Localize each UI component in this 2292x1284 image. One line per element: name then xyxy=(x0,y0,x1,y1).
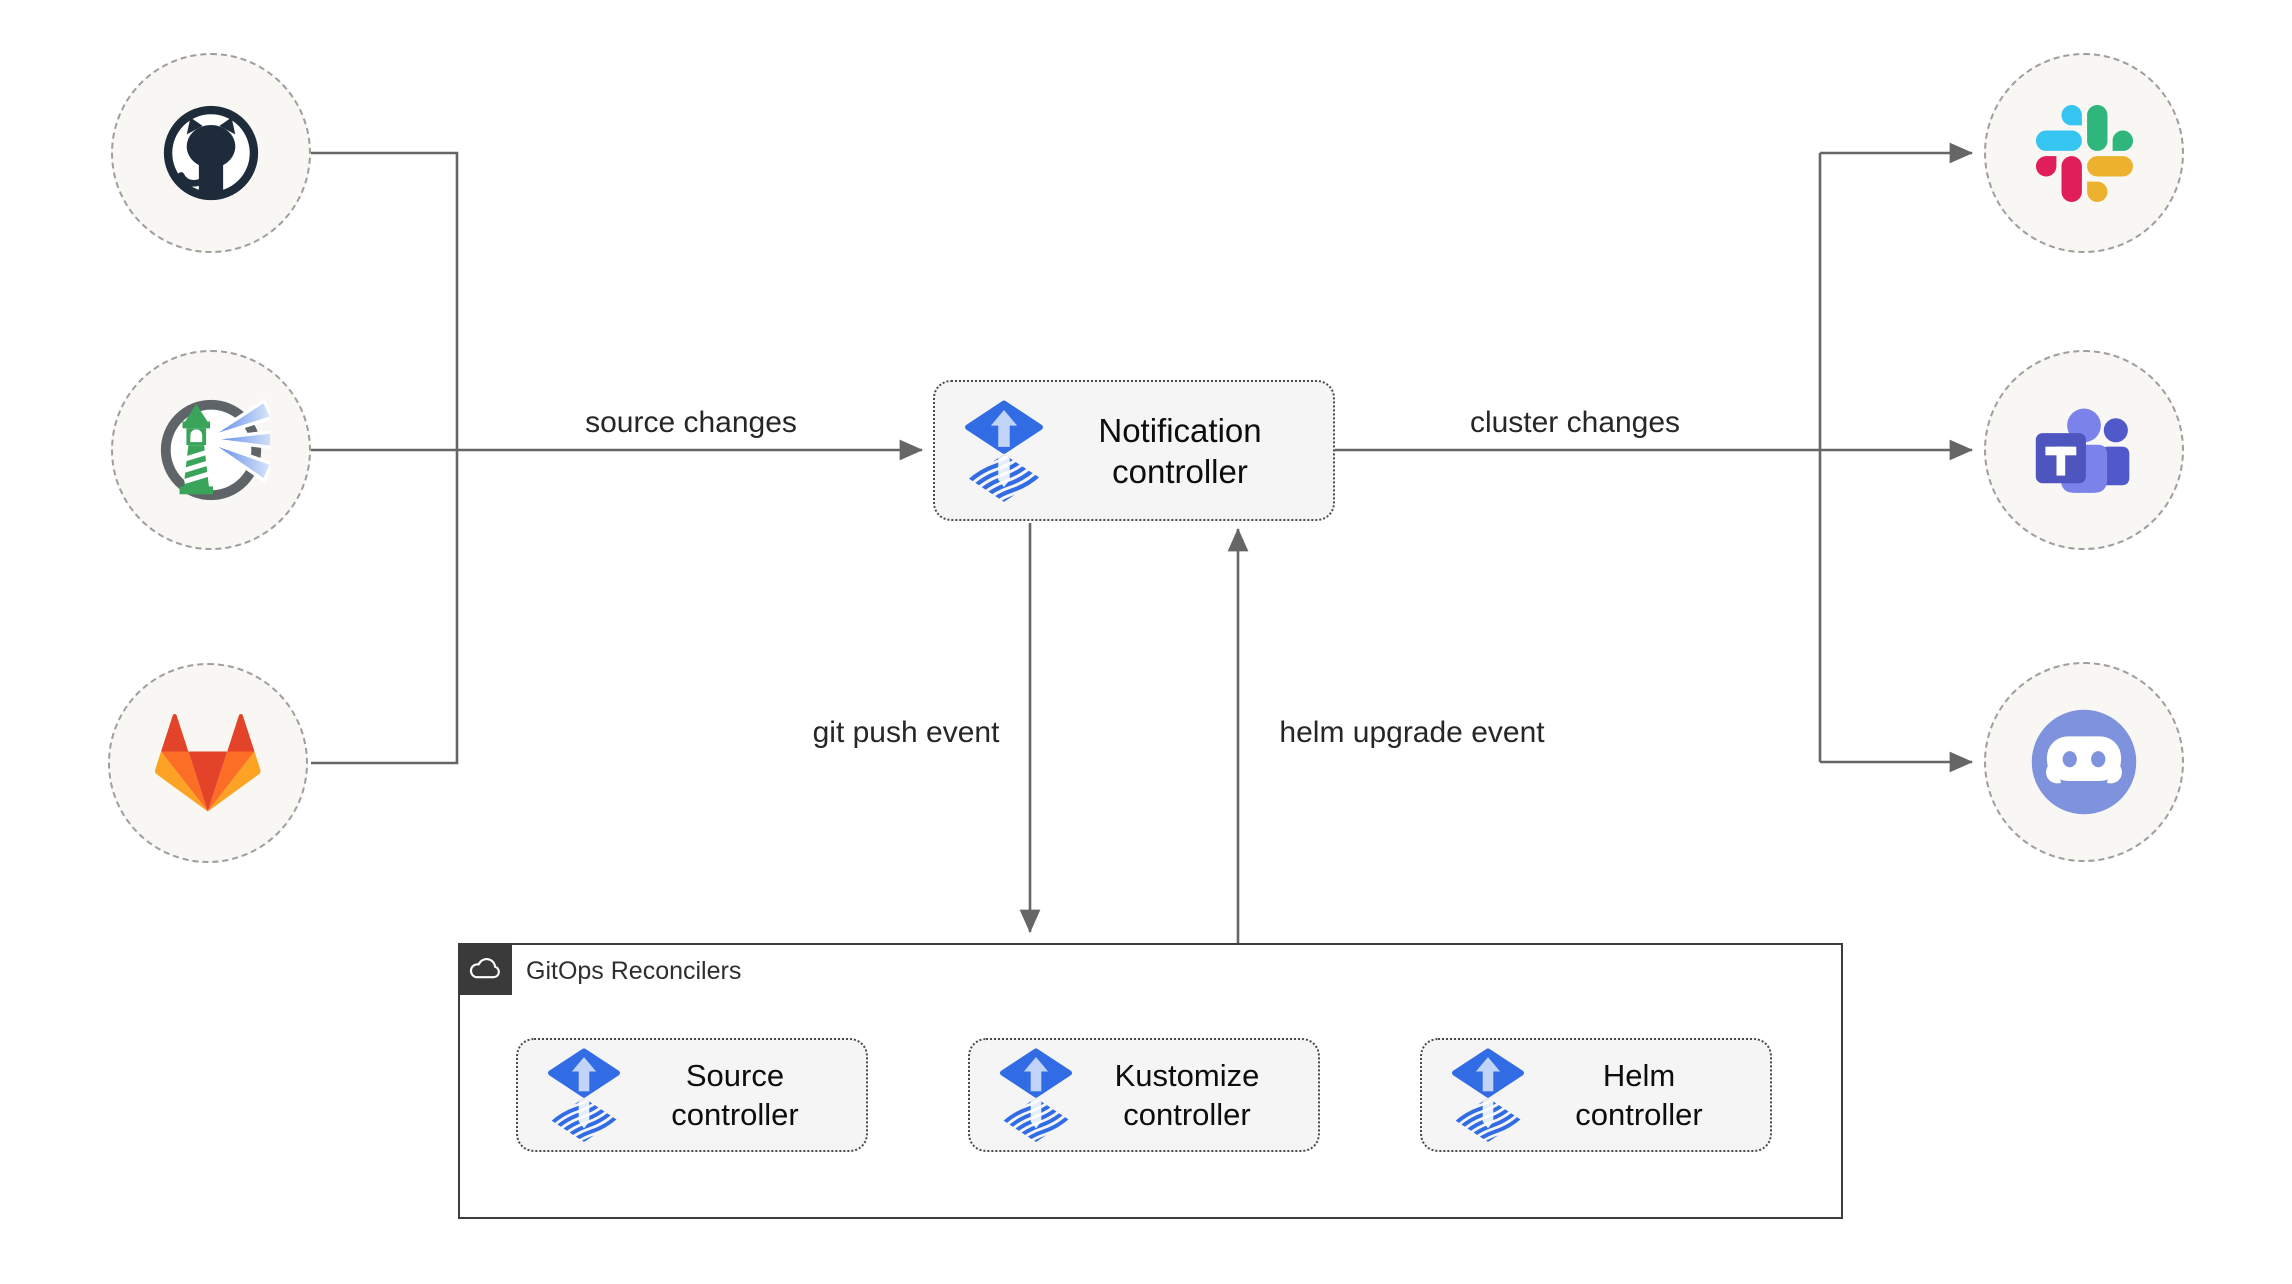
github-icon xyxy=(163,105,259,201)
flux-icon xyxy=(1450,1048,1526,1142)
gitops-reconcilers-title: GitOps Reconcilers xyxy=(526,957,742,985)
flux-icon xyxy=(963,400,1045,502)
node-kustomize-controller: Kustomize controller xyxy=(968,1038,1320,1152)
flux-icon xyxy=(546,1048,622,1142)
notification-controller-label: Notification controller xyxy=(1098,411,1262,490)
microsoft-teams-icon xyxy=(2035,408,2130,493)
flux-icon xyxy=(998,1048,1074,1142)
slack-icon xyxy=(2035,104,2133,202)
node-github xyxy=(111,53,311,253)
node-notification-controller: Notification controller xyxy=(933,380,1335,521)
gitlab-icon xyxy=(155,713,261,812)
cloud-icon xyxy=(457,942,512,995)
discord-icon xyxy=(2031,709,2137,815)
node-gitlab xyxy=(108,663,308,863)
source-controller-label: Source controller xyxy=(671,1058,799,1132)
connector-left-trunk xyxy=(311,151,459,765)
helm-controller-label: Helm controller xyxy=(1575,1058,1703,1132)
edge-label-helm-upgrade-event: helm upgrade event xyxy=(1279,716,1545,749)
node-microsoft-teams xyxy=(1984,350,2184,550)
node-harbor xyxy=(111,350,311,550)
node-discord xyxy=(1984,662,2184,862)
harbor-icon xyxy=(160,399,270,501)
node-slack xyxy=(1984,53,2184,253)
edge-label-source-changes: source changes xyxy=(585,406,797,439)
node-source-controller: Source controller xyxy=(516,1038,868,1152)
edge-label-cluster-changes: cluster changes xyxy=(1469,406,1681,439)
node-helm-controller: Helm controller xyxy=(1420,1038,1772,1152)
kustomize-controller-label: Kustomize controller xyxy=(1114,1058,1260,1132)
edge-label-git-push-event: git push event xyxy=(812,716,1000,749)
